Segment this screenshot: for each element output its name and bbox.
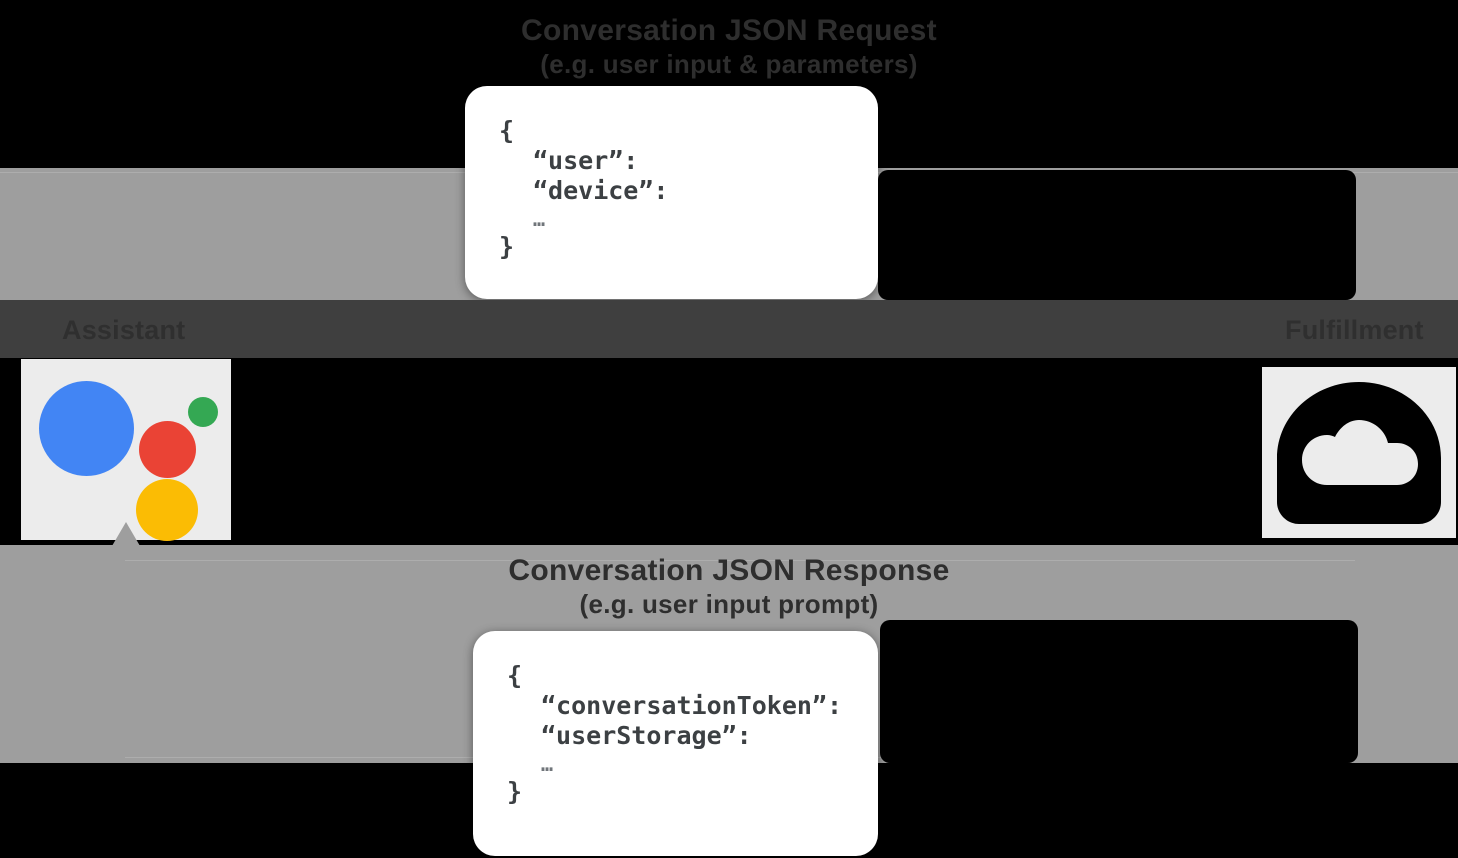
request-json-line-user: “user”: — [533, 146, 639, 175]
assistant-endpoint-label: Assistant — [62, 315, 186, 345]
response-json-line-ellipsis: … — [541, 752, 554, 776]
request-flow-caption: Conversation JSON Request (e.g. user inp… — [0, 14, 1458, 80]
request-flow-caption-title: Conversation JSON Request — [521, 14, 937, 47]
response-json-card: { “conversationToken”: “userStorage”: … … — [473, 631, 878, 856]
response-json-line-user-storage: “userStorage”: — [541, 721, 752, 750]
fulfillment-icon-tile[interactable] — [1262, 367, 1456, 538]
response-flow-arrowhead-icon — [112, 522, 140, 546]
endpoint-strip — [0, 300, 1458, 358]
google-assistant-green-dot-icon — [188, 397, 218, 427]
fulfillment-endpoint-label: Fulfillment — [1285, 315, 1424, 345]
google-assistant-red-dot-icon — [139, 421, 196, 478]
request-json-card: { “user”: “device”: … } — [465, 86, 878, 299]
cloud-functions-icon — [1277, 381, 1441, 524]
response-flow-overlay-panel — [880, 620, 1358, 763]
response-flow-caption-title: Conversation JSON Response — [508, 554, 950, 587]
band-hairline — [125, 560, 1355, 561]
google-assistant-blue-dot-icon — [39, 381, 134, 476]
request-flow-caption-subtitle: (e.g. user input & parameters) — [540, 49, 918, 79]
response-json-line-close: } — [507, 777, 523, 806]
google-assistant-yellow-dot-icon — [136, 479, 198, 541]
request-flow-overlay-panel — [878, 170, 1356, 300]
assistant-logo-tile[interactable] — [21, 359, 231, 541]
response-flow-caption-subtitle: (e.g. user input prompt) — [579, 589, 879, 619]
response-json-line-open: { — [507, 661, 523, 690]
request-json-line-device: “device”: — [533, 176, 669, 205]
response-json-line-conversation-token: “conversationToken”: — [541, 691, 843, 720]
response-flow-caption: Conversation JSON Response (e.g. user in… — [0, 554, 1458, 620]
request-json-line-open: { — [499, 116, 515, 145]
request-json-line-ellipsis: … — [533, 207, 546, 231]
request-json-line-close: } — [499, 232, 515, 261]
